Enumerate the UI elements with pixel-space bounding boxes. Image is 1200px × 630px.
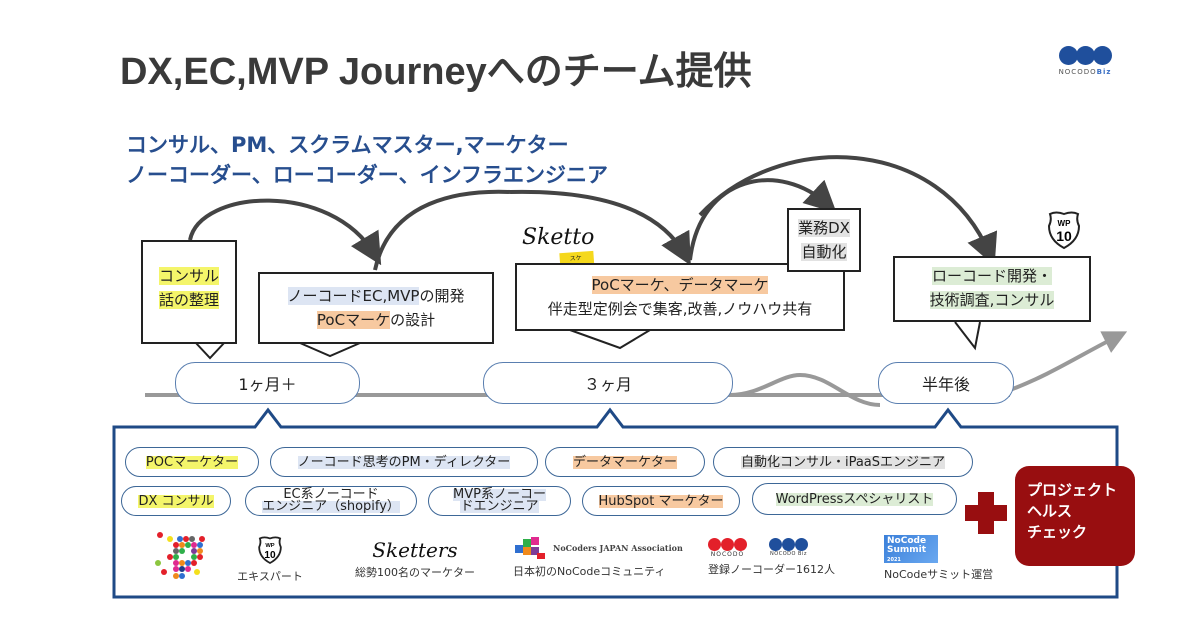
svg-text:WP: WP — [265, 543, 274, 549]
wp10-small-icon: WP 10 — [258, 536, 282, 565]
timeline-3-months[interactable]: ３ヶ月 — [483, 362, 733, 404]
roles-heading: コンサル、PM、スクラムマスター,マーケター ノーコーダー、ローコーダー、インフ… — [126, 130, 608, 190]
footer-sketters: Sketters 総勢100名のマーケター — [355, 538, 475, 579]
svg-text:10: 10 — [1056, 228, 1072, 244]
timeline-growth-arrow — [1009, 331, 1128, 392]
sketto-logo: Sketto スケット — [522, 225, 596, 274]
callout-poc-marketing: PoCマーケ、データマーケ 伴走型定例会で集客,改善,ノウハウ共有 — [515, 263, 845, 331]
arrow-poc-to-lowcode — [698, 155, 998, 267]
arrow-consult-to-nocode — [188, 198, 382, 266]
role-data-marketer[interactable]: データマーケター — [545, 447, 705, 477]
callout-business-dx: 業務DX 自動化 — [787, 208, 861, 272]
callout-lowcode: ローコード開発・ 技術調査,コンサル — [893, 256, 1091, 322]
role-poc-marketer[interactable]: POCマーケター — [125, 447, 259, 477]
page-title: DX,EC,MVP Journeyへのチーム提供 — [120, 51, 752, 93]
roles-line-1: コンサル、PM、スクラムマスター,マーケター — [126, 133, 569, 157]
role-ec-nocode-engineer[interactable]: EC系ノーコードエンジニア（shopify） — [245, 486, 417, 516]
callout-consult: コンサル 話の整理 — [141, 240, 237, 344]
footer-nocodo: NOCODO NOCODO Biz 登録ノーコーダー1612人 — [708, 538, 848, 577]
role-automation-ipaas[interactable]: 自動化コンサル・iPaaSエンジニア — [713, 447, 973, 477]
arrow-poc-to-dx — [688, 178, 837, 261]
arrow-roles-to-nocode — [373, 189, 511, 271]
footer-wp10-expert: WP 10 エキスパート — [235, 535, 305, 584]
project-health-check[interactable]: プロジェクト ヘルス チェック — [1015, 466, 1135, 566]
role-hubspot-marketer[interactable]: HubSpot マーケター — [582, 486, 740, 516]
p-dots-logo-icon — [155, 532, 205, 579]
nocodo-biz-dots-icon — [769, 538, 808, 551]
nocodo-red-dots-icon — [708, 538, 747, 551]
arrow-roles-to-poc — [509, 189, 691, 266]
svg-text:10: 10 — [264, 550, 276, 561]
callout-nocode-dev: ノーコードEC,MVPの開発 PoCマーケの設計 — [258, 272, 494, 344]
nocodo-biz-logo: NOCODOBiz — [1050, 46, 1120, 86]
role-dx-consultant[interactable]: DX コンサル — [121, 486, 231, 516]
svg-text:WP: WP — [1058, 219, 1072, 228]
roles-line-2: ノーコーダー、ローコーダー、インフラエンジニア — [126, 163, 608, 187]
role-mvp-nocode-engineer[interactable]: MVP系ノーコードエンジニア — [428, 486, 571, 516]
timeline-half-year[interactable]: 半年後 — [878, 362, 1014, 404]
red-cross-icon — [965, 492, 1007, 534]
role-nocode-pm-director[interactable]: ノーコード思考のPM・ディレクター — [270, 447, 538, 477]
timeline-wave — [729, 372, 881, 407]
footer-nocoders-japan: NoCoders JAPAN Association 日本初のNoCodeコミュ… — [513, 535, 683, 579]
logo-dots-icon — [1050, 46, 1120, 65]
timeline-1-month[interactable]: 1ヶ月＋ — [175, 362, 360, 404]
wp10-shield-icon: WP 10 — [1047, 211, 1081, 250]
nocoders-cube-icon — [515, 537, 545, 559]
logo-caption: NOCODOBiz — [1058, 68, 1112, 76]
role-wordpress-specialist[interactable]: WordPressスペシャリスト — [752, 483, 957, 515]
